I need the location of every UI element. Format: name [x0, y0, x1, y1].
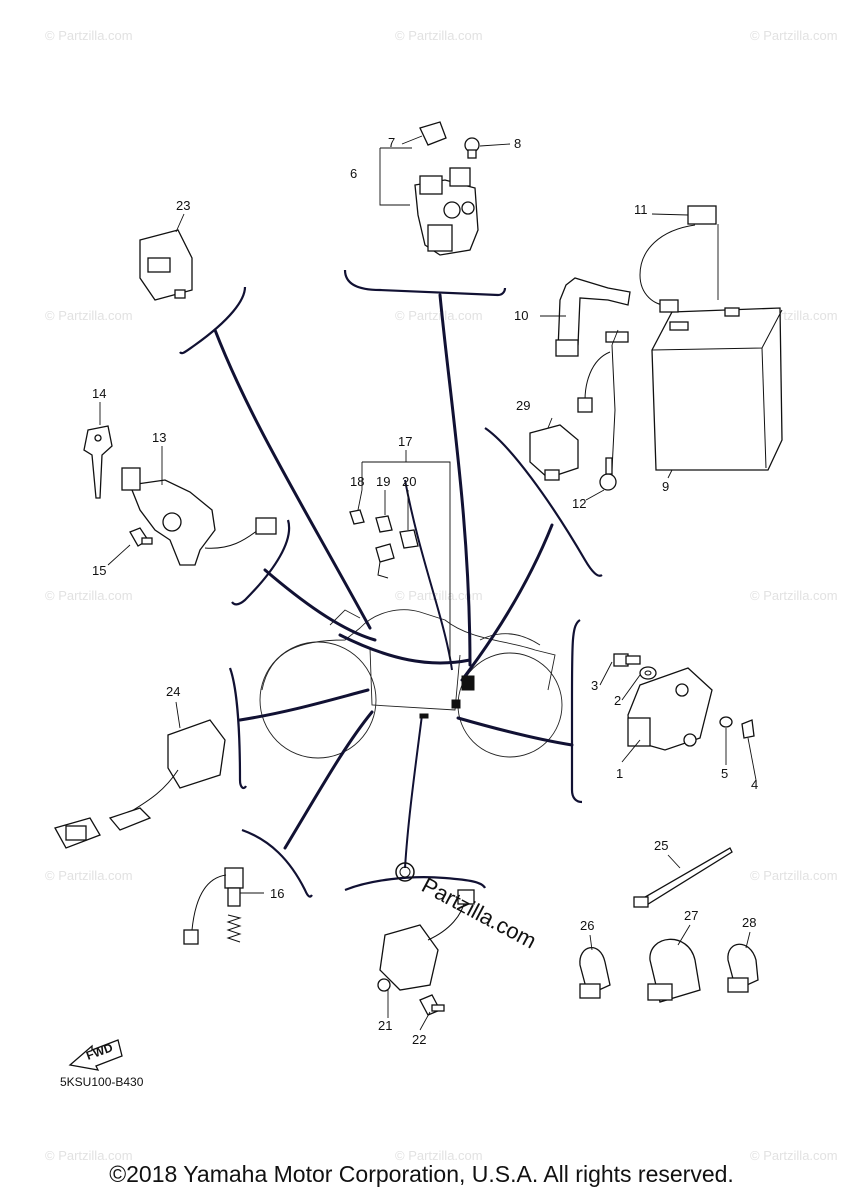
- part-screw: [129, 527, 153, 547]
- watermark: © Partzilla.com: [45, 308, 133, 323]
- copyright-inner-icon: [399, 866, 411, 878]
- part-number: 2: [614, 693, 621, 708]
- watermark: © Partzilla.com: [750, 28, 838, 43]
- watermark: © Partzilla.com: [45, 588, 133, 603]
- motorcycle-outline: [259, 609, 563, 759]
- part-bolt-3: [613, 653, 641, 667]
- harness-coupler: [419, 713, 429, 719]
- part-number: 20: [402, 474, 416, 489]
- copyright-footer: ©2018 Yamaha Motor Corporation, U.S.A. A…: [109, 1161, 734, 1187]
- part-number: 23: [176, 198, 190, 213]
- diagram-code: 5KSU100-B430: [60, 1075, 144, 1089]
- part-ground-lead: [577, 331, 629, 491]
- part-number: 7: [388, 135, 395, 150]
- harness-coupler: [461, 675, 475, 691]
- part-number: 22: [412, 1032, 426, 1047]
- part-main-switch: [121, 467, 277, 566]
- part-battery-lead: [639, 205, 717, 313]
- watermark: © Partzilla.com: [750, 868, 838, 883]
- watermark: © Partzilla.com: [395, 308, 483, 323]
- part-clamp-26: [579, 946, 611, 999]
- part-number: 3: [591, 678, 598, 693]
- part-number: 15: [92, 563, 106, 578]
- part-number: 29: [516, 398, 530, 413]
- fwd-arrow: FWD: [68, 1039, 123, 1071]
- part-bolt-22: [419, 994, 445, 1016]
- part-key: [83, 425, 113, 499]
- part-number: 1: [616, 766, 623, 781]
- part-starter-relay: [414, 167, 479, 256]
- harness-coupler: [451, 699, 461, 709]
- part-fuse: [419, 121, 447, 146]
- part-relay-box: [139, 229, 193, 301]
- part-number: 24: [166, 684, 180, 699]
- part-number: 13: [152, 430, 166, 445]
- watermark: © Partzilla.com: [750, 1148, 838, 1163]
- part-nut-4: [741, 719, 755, 739]
- watermark: © Partzilla.com: [45, 868, 133, 883]
- part-number: 8: [514, 136, 521, 151]
- part-washer-2: [639, 666, 657, 680]
- copyright-circle-icon: [395, 862, 415, 882]
- part-number: 12: [572, 496, 586, 511]
- part-number: 6: [350, 166, 357, 181]
- brand-watermark-text: Partzilla.com: [418, 872, 541, 953]
- part-number: 16: [270, 886, 284, 901]
- part-number: 17: [398, 434, 412, 449]
- watermark: © Partzilla.com: [750, 588, 838, 603]
- part-number: 10: [514, 308, 528, 323]
- part-sidestand-switch: [377, 889, 475, 992]
- part-number: 18: [350, 474, 364, 489]
- part-number: 14: [92, 386, 106, 401]
- part-number: 28: [742, 915, 756, 930]
- part-number: 21: [378, 1018, 392, 1033]
- part-number: 9: [662, 479, 669, 494]
- part-washer-5: [719, 716, 733, 728]
- group-brackets: [179, 269, 603, 898]
- part-battery-band: [555, 277, 631, 357]
- part-number: 19: [376, 474, 390, 489]
- watermark: © Partzilla.com: [395, 588, 483, 603]
- part-flasher-relay: [54, 719, 226, 849]
- part-cable-tie: [633, 847, 733, 908]
- part-number: 26: [580, 918, 594, 933]
- part-number: 27: [684, 908, 698, 923]
- watermark: © Partzilla.com: [395, 1148, 483, 1163]
- watermark-layer: © Partzilla.com © Partzilla.com © Partzi…: [45, 28, 838, 1163]
- watermark: © Partzilla.com: [45, 1148, 133, 1163]
- watermark: © Partzilla.com: [395, 28, 483, 43]
- part-bolt: [464, 137, 480, 159]
- part-relay: [529, 424, 579, 481]
- part-clamp-27: [647, 938, 701, 1003]
- leader-lines: [99, 135, 757, 1031]
- part-fuse-set: [349, 509, 419, 579]
- part-number-labels: 1 2 3 4 5 6 7 8 9 10 11 12 13 14 15 16 1…: [92, 135, 758, 1047]
- watermark: © Partzilla.com: [45, 28, 133, 43]
- part-number: 5: [721, 766, 728, 781]
- part-neutral-switch: [183, 867, 244, 945]
- part-battery: [651, 307, 783, 471]
- part-clamp-28: [727, 943, 759, 993]
- part-number: 11: [634, 202, 648, 217]
- part-rectifier-regulator: [627, 667, 713, 751]
- wiring-harness: [213, 293, 574, 869]
- part-number: 25: [654, 838, 668, 853]
- part-number: 4: [751, 777, 758, 792]
